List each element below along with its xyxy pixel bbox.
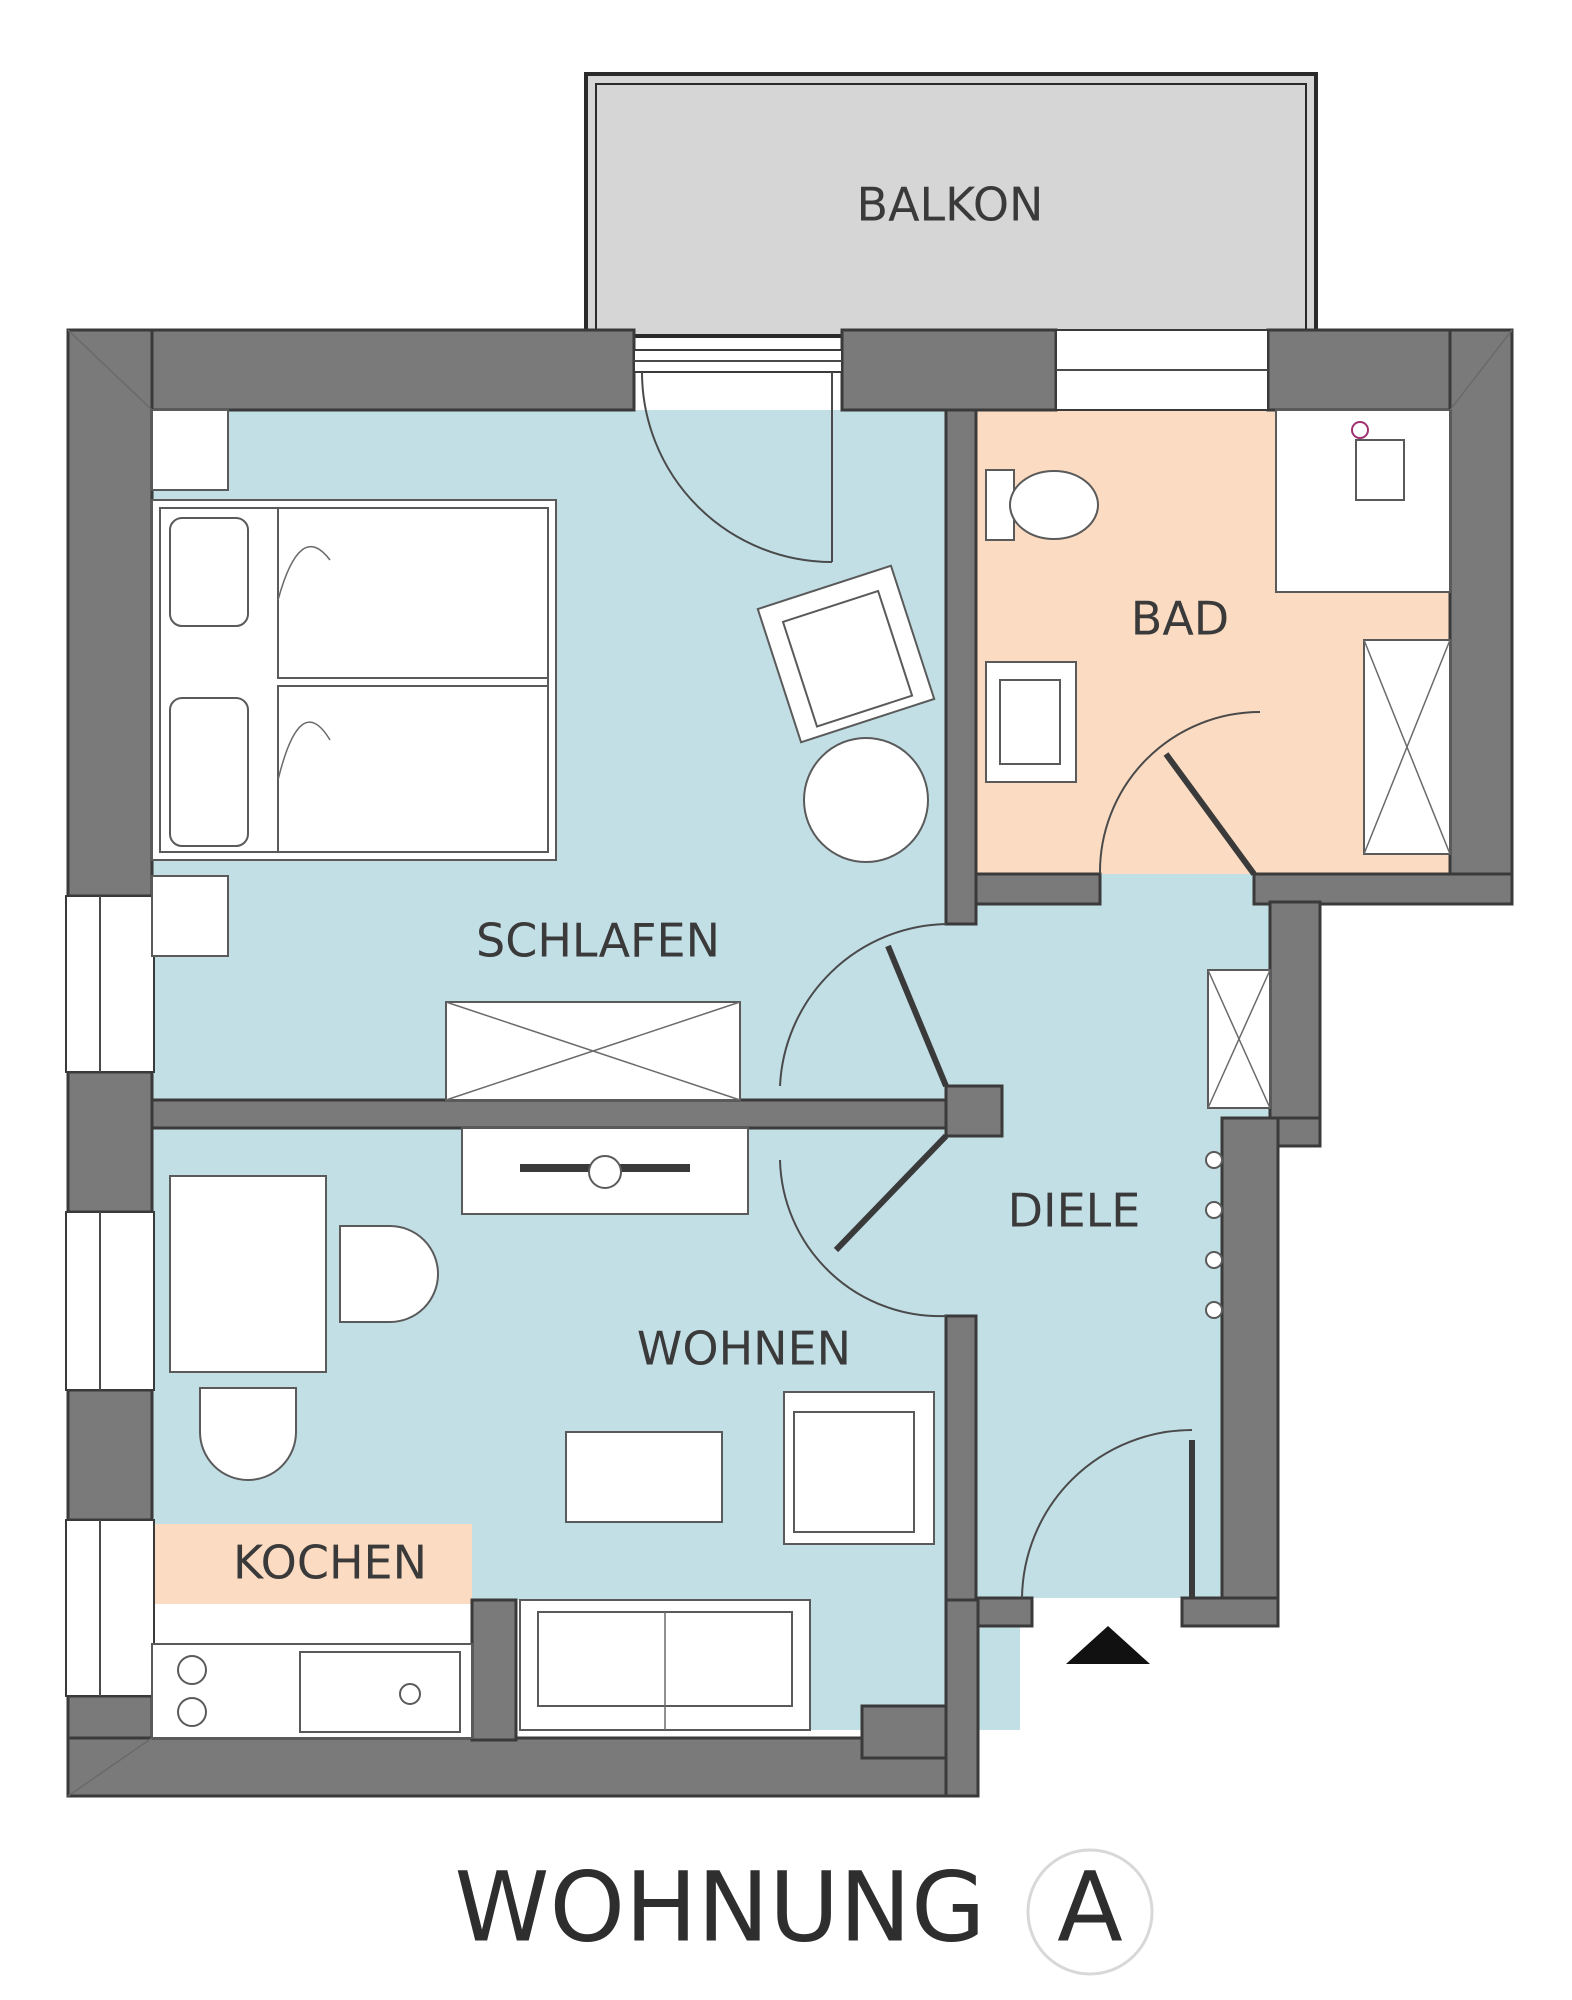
wardrobe: [445, 1001, 741, 1101]
door-swing-icon: [779, 1133, 949, 1318]
window-icon: [65, 1211, 155, 1391]
label-schlafen: SCHLAFEN: [476, 914, 720, 968]
label-wohnen: WOHNEN: [637, 1322, 851, 1376]
kitchen-counter: [151, 1643, 473, 1739]
floors: [152, 410, 1450, 1730]
door-swing-icon: [1021, 1429, 1195, 1599]
armchair: [756, 564, 936, 744]
wall-corner-lines: [67, 329, 1513, 1797]
window-icon: [65, 1519, 155, 1697]
room-labels: BALKON BAD SCHLAFEN DIELE WOHNEN KOCHEN: [233, 178, 1229, 1590]
windows: [65, 329, 1269, 1697]
coffee-table: [565, 1431, 723, 1523]
label-kochen: KOCHEN: [233, 1536, 427, 1590]
window-icon: [633, 349, 843, 373]
double-bed: [151, 499, 557, 861]
window-icon: [65, 895, 155, 1073]
coat-hooks: [1205, 1151, 1223, 1319]
nightstand: [151, 875, 229, 957]
door-swing-icon: [779, 923, 949, 1088]
entrance-arrow-icon: [1066, 1626, 1150, 1664]
tv-sideboard: [461, 1127, 749, 1215]
shower: [1275, 409, 1451, 593]
floor-kochen: [152, 1524, 472, 1604]
walls: [66, 328, 1514, 1798]
door-swing-icon: [1098, 711, 1261, 876]
title-text: WOHNUNG: [455, 1851, 986, 1963]
chair: [199, 1387, 297, 1481]
title-letter: A: [1057, 1851, 1123, 1963]
window-icon: [1055, 329, 1269, 411]
sofa: [519, 1599, 811, 1731]
label-balkon: BALKON: [857, 178, 1044, 232]
title-letter-circle: [1026, 1848, 1154, 1976]
bath-cabinet: [1363, 639, 1451, 855]
toilet: [985, 469, 1099, 541]
dining-table: [169, 1175, 327, 1373]
plan-title: WOHNUNG A: [455, 1848, 1154, 1976]
armchair: [783, 1391, 935, 1545]
washbasin: [985, 661, 1077, 783]
label-diele: DIELE: [1008, 1184, 1141, 1238]
doors: [641, 371, 1261, 1599]
chair: [339, 1225, 439, 1323]
balcony: [584, 72, 1318, 338]
nightstand: [151, 409, 229, 491]
label-bad: BAD: [1131, 592, 1229, 646]
door-swing-icon: [641, 371, 833, 563]
round-table: [803, 737, 929, 863]
furniture: [151, 409, 1451, 1739]
floor-diele: [946, 870, 1270, 1598]
hall-cabinet: [1207, 969, 1271, 1109]
